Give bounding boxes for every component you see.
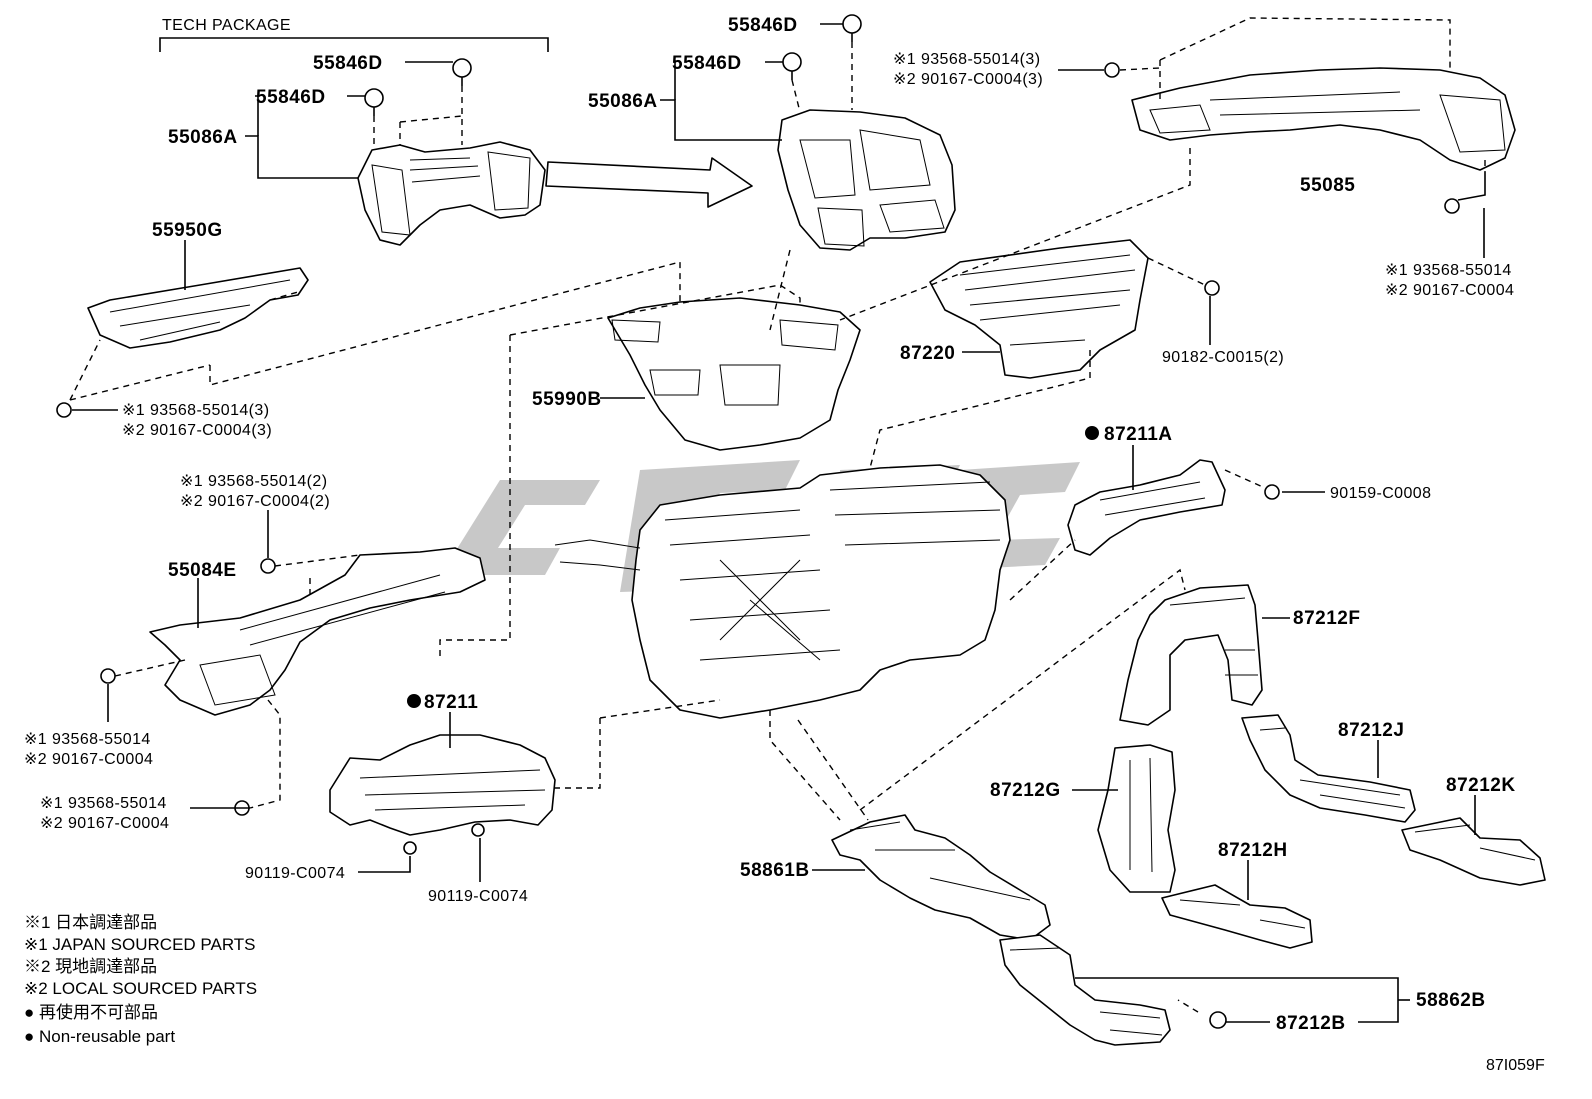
label-58861B: 58861B (740, 860, 810, 881)
legend-line-2: ※1 JAPAN SOURCED PARTS (24, 935, 256, 954)
legend-line-4: ※2 LOCAL SOURCED PARTS (24, 979, 257, 998)
label-90159: 90159-C0008 (1330, 485, 1431, 502)
tech-package-label: TECH PACKAGE (162, 17, 291, 34)
leader-lines (72, 23, 1486, 1023)
label-55846D-mid: 55846D (672, 53, 742, 74)
legend-line-3: ※2 現地調達部品 (24, 957, 157, 976)
ref-93568-3-left: ※1 93568-55014(3) (122, 402, 269, 419)
legend: ※1 日本調達部品 ※1 JAPAN SOURCED PARTS ※2 現地調達… (24, 913, 257, 1046)
label-55084E: 55084E (168, 560, 237, 581)
label-55846D-top: 55846D (728, 15, 798, 36)
label-55085: 55085 (1300, 175, 1355, 196)
ref-90167-right: ※2 90167-C0004 (1385, 282, 1514, 299)
part-87212K (1401, 817, 1546, 886)
ref-90167-lower-b: ※2 90167-C0004 (40, 815, 169, 832)
legend-line-1: ※1 日本調達部品 (24, 913, 157, 932)
label-90119-right: 90119-C0074 (428, 888, 528, 905)
legend-line-5: ● 再使用不可部品 (24, 1002, 158, 1022)
part-hvac-unit (554, 464, 1011, 719)
part-labels: TECH PACKAGE 55846D 55846D 55846D 55846D… (24, 15, 1516, 1034)
part-55086A-large (777, 109, 956, 251)
ref-93568-3-top: ※1 93568-55014(3) (893, 51, 1040, 68)
ref-90167-2: ※2 90167-C0004(2) (180, 493, 330, 510)
part-58861B (831, 814, 1051, 941)
part-87211A (1067, 459, 1226, 556)
label-58862B: 58862B (1416, 990, 1486, 1011)
direction-arrow (545, 157, 753, 208)
part-87211 (329, 734, 556, 836)
part-55990B (607, 297, 861, 451)
label-55990B: 55990B (532, 389, 602, 410)
label-55086A-right: 55086A (588, 91, 658, 112)
label-87212K: 87212K (1446, 775, 1516, 796)
non-reusable-dot-87211 (407, 694, 421, 708)
part-55084E (149, 547, 486, 716)
part-55950G (87, 267, 309, 349)
part-87212G (1097, 744, 1176, 893)
part-87212F (1119, 584, 1263, 726)
ref-90167-lower-a: ※2 90167-C0004 (24, 751, 153, 768)
label-55950G: 55950G (152, 220, 223, 241)
part-87220 (929, 239, 1149, 379)
part-87212H (1161, 884, 1313, 949)
non-reusable-dot-87211A (1085, 426, 1099, 440)
part-58862B (999, 934, 1171, 1046)
label-90182: 90182-C0015(2) (1162, 349, 1284, 366)
ref-93568-right: ※1 93568-55014 (1385, 262, 1512, 279)
label-90119-left: 90119-C0074 (245, 865, 345, 882)
assembly-lines (69, 17, 1486, 1013)
ref-93568-2: ※1 93568-55014(2) (180, 473, 327, 490)
fasteners (56, 14, 1460, 1029)
label-55846D-left-lower: 55846D (256, 87, 326, 108)
part-55085 (1131, 67, 1516, 171)
ref-93568-lower-b: ※1 93568-55014 (40, 795, 167, 812)
label-87211: 87211 (424, 692, 478, 713)
label-55086A-left: 55086A (168, 127, 238, 148)
label-55846D-left: 55846D (313, 53, 383, 74)
label-87212F: 87212F (1293, 608, 1360, 629)
part-87212J (1241, 714, 1416, 823)
legend-line-6: ● Non-reusable part (24, 1027, 175, 1046)
label-87212G: 87212G (990, 780, 1061, 801)
label-87212H: 87212H (1218, 840, 1288, 861)
part-55086A-small (357, 141, 546, 246)
diagram-code: 87I059F (1486, 1057, 1545, 1074)
ref-93568-lower-a: ※1 93568-55014 (24, 731, 151, 748)
label-87212J: 87212J (1338, 720, 1404, 741)
ref-90167-3-top: ※2 90167-C0004(3) (893, 71, 1043, 88)
ref-90167-3-left: ※2 90167-C0004(3) (122, 422, 272, 439)
label-87211A: 87211A (1104, 424, 1173, 445)
label-87212B: 87212B (1276, 1013, 1346, 1034)
label-87220: 87220 (900, 343, 955, 364)
